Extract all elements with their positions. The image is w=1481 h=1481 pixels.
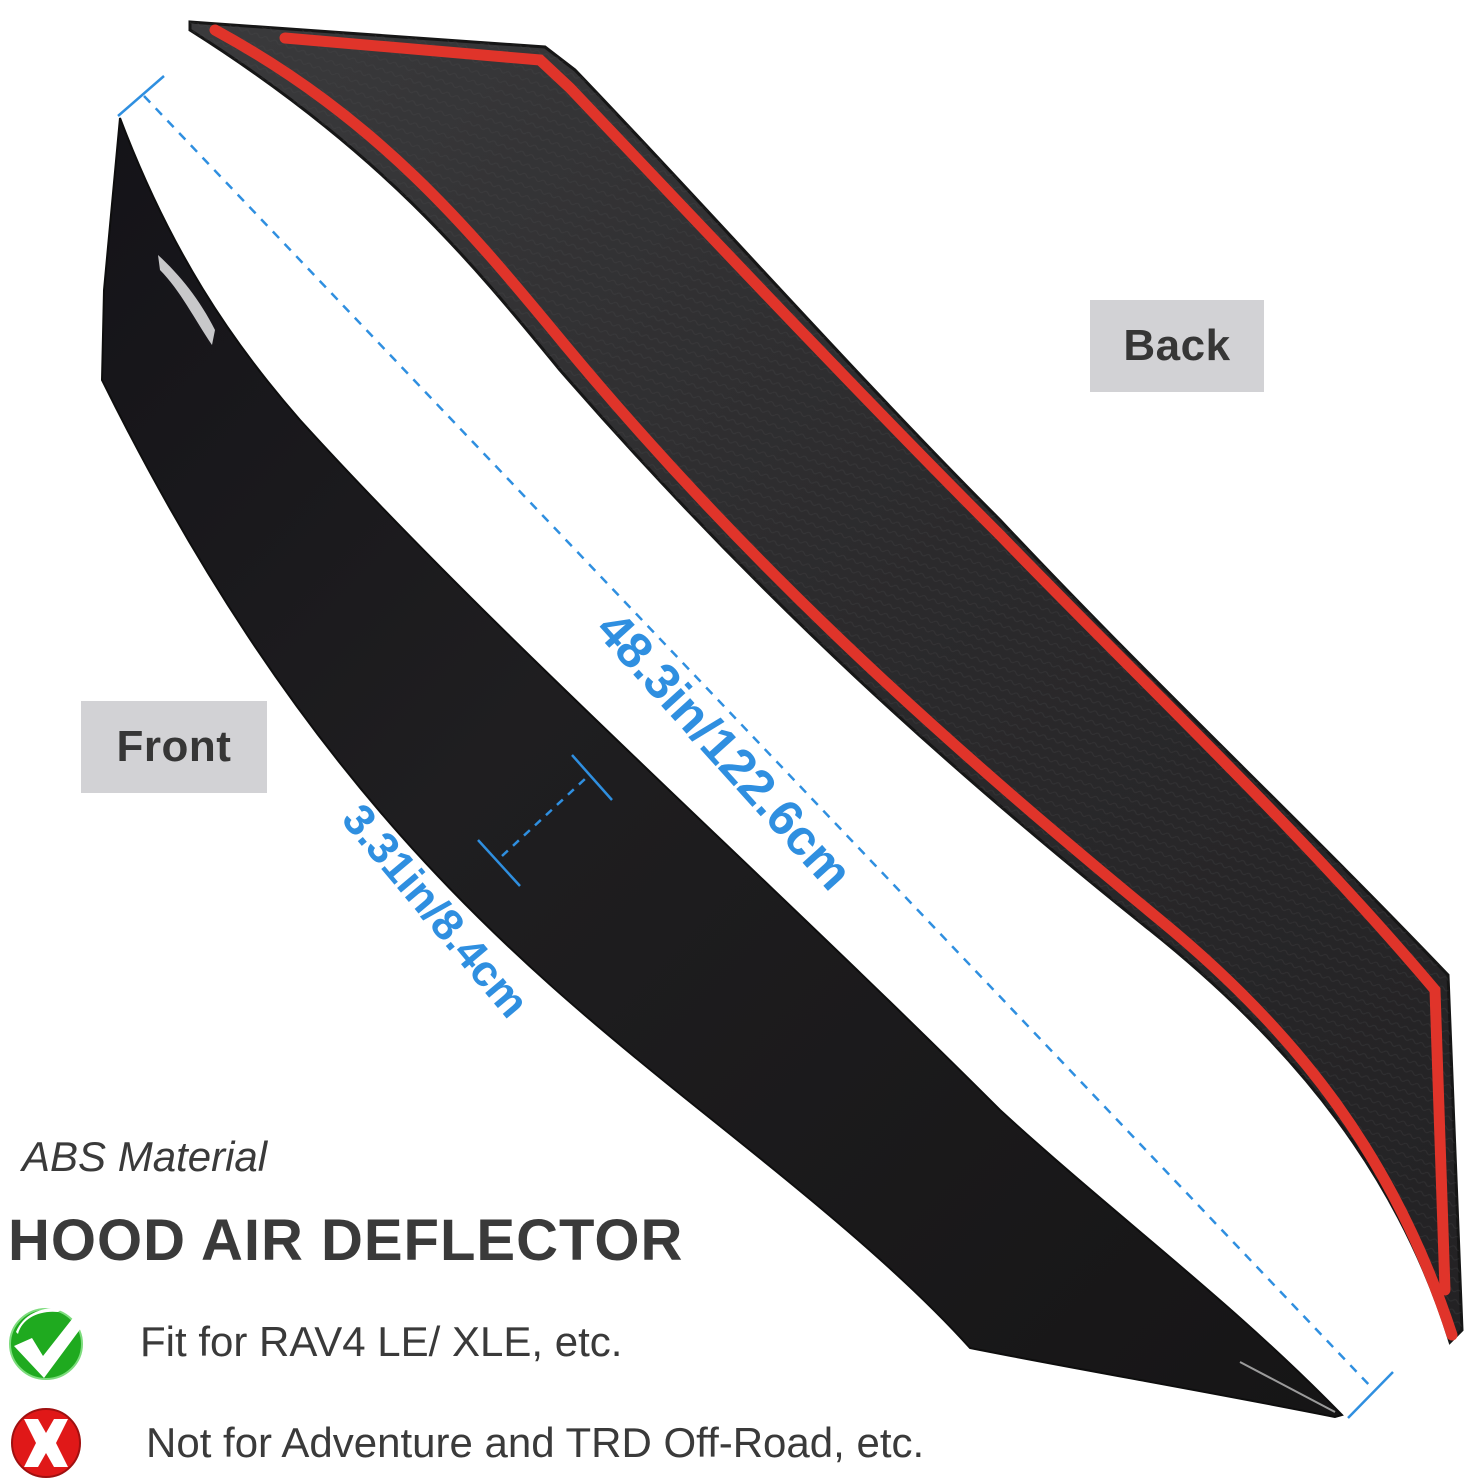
not-fit-text: Not for Adventure and TRD Off-Road, etc. [146, 1419, 925, 1466]
fit-text: Fit for RAV4 LE/ XLE, etc. [140, 1318, 623, 1365]
product-title: HOOD AIR DEFLECTOR [8, 1208, 684, 1273]
back-deflector [188, 20, 1464, 1345]
check-icon [9, 1307, 84, 1380]
width-dimension-line [477, 754, 613, 887]
front-deflector [100, 117, 1344, 1419]
x-icon [11, 1408, 81, 1478]
back-label: Back [1090, 300, 1264, 392]
compatibility-not-fit-row: Not for Adventure and TRD Off-Road, etc. [0, 1405, 924, 1481]
material-label: ABS Material [22, 1133, 268, 1180]
length-dimension-line [117, 75, 1394, 1419]
front-label: Front [81, 701, 267, 793]
compatibility-fit-row: Fit for RAV4 LE/ XLE, etc. [0, 1304, 622, 1380]
